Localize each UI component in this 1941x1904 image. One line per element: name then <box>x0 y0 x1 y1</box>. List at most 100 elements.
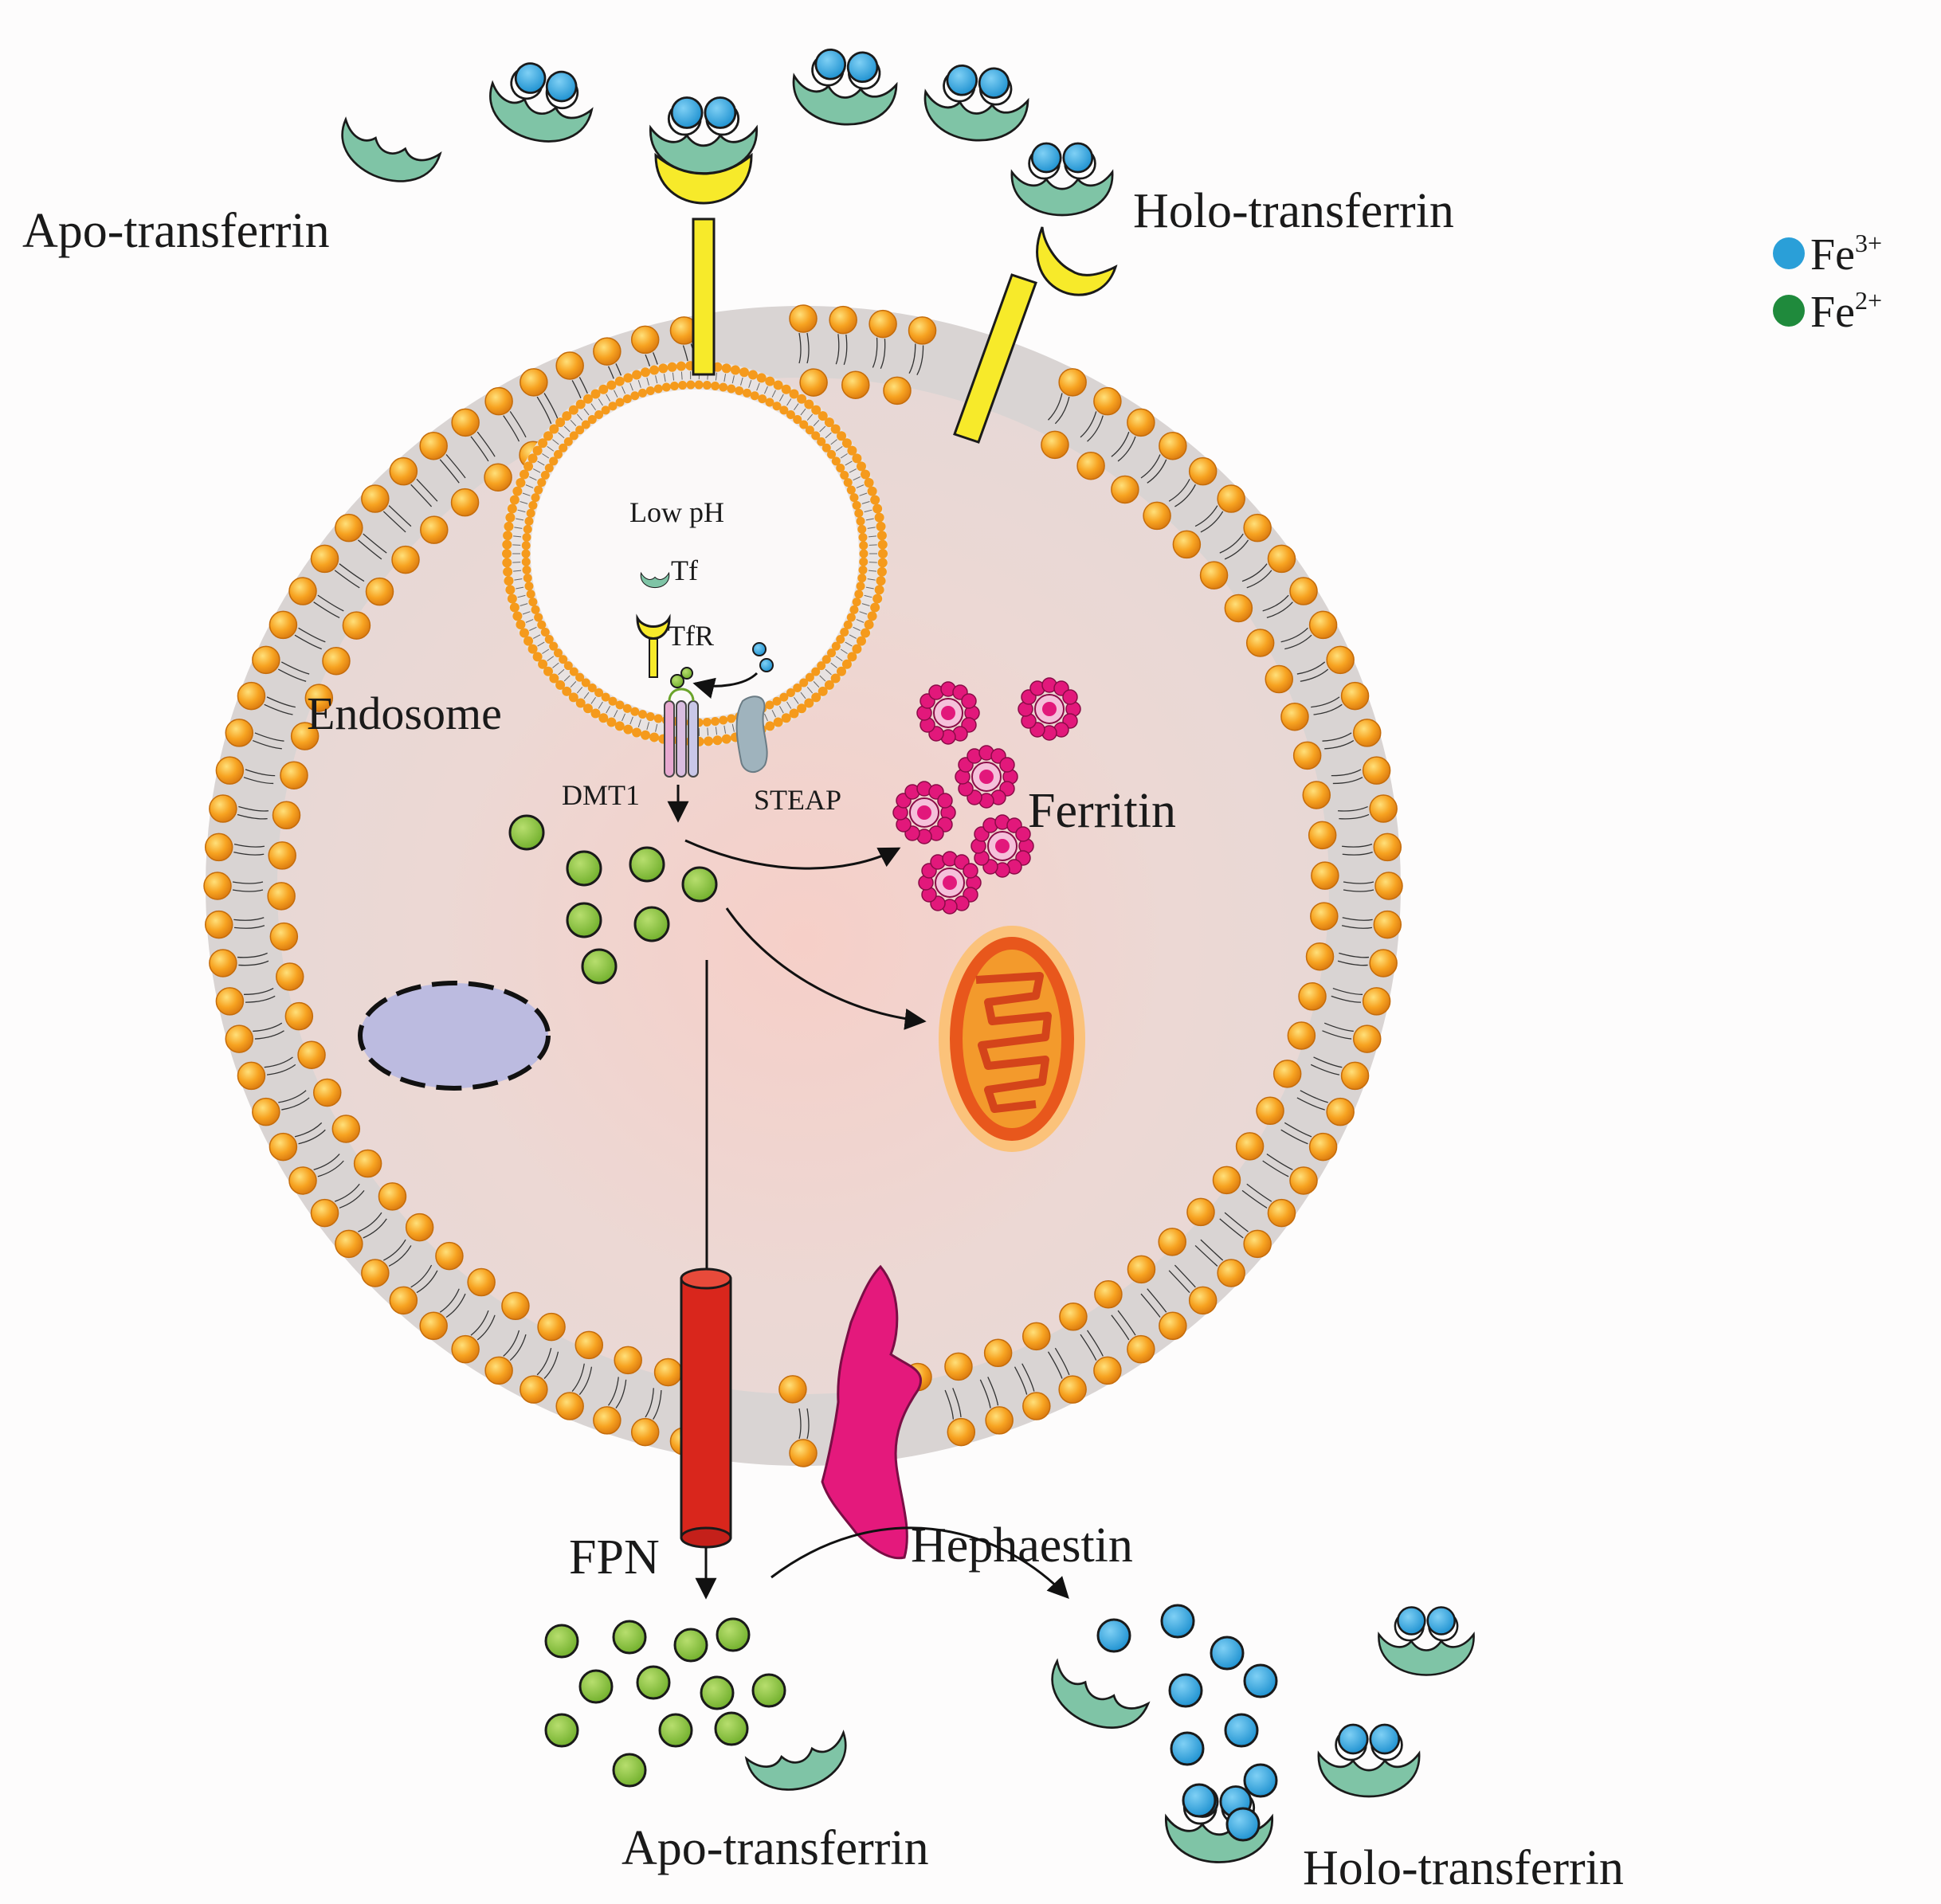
lipid-tail <box>576 413 583 421</box>
phospholipid-head <box>1127 408 1155 437</box>
endosome-lipid-head <box>857 574 867 583</box>
phospholipid-head <box>1352 1024 1382 1053</box>
endosome-lipid-head <box>537 478 547 488</box>
endosome-lipid-head <box>789 708 799 719</box>
lipid-tail <box>840 648 848 654</box>
phospholipid-head <box>304 684 334 712</box>
lipid-tail <box>786 398 792 406</box>
endosome-lipid-head <box>836 634 845 644</box>
lipid-tail <box>529 476 537 481</box>
endosome-lipid-head <box>653 384 663 394</box>
lipid-tail <box>294 1122 323 1138</box>
endosome-lipid-head <box>854 590 864 599</box>
endosome-lipid-head <box>817 661 826 671</box>
lipid-tail <box>1296 661 1326 675</box>
lipid-tail <box>470 436 489 462</box>
phospholipid-head <box>450 488 480 517</box>
phospholipid-head <box>335 1229 363 1259</box>
lipid-tail <box>813 419 820 426</box>
lipid-tail <box>723 725 727 734</box>
phospholipid-head <box>1143 501 1171 531</box>
lipid-tail <box>868 535 876 538</box>
lipid-tail <box>1014 1366 1028 1395</box>
endosome-lipid-head <box>527 453 538 464</box>
lipid-tail <box>1266 1154 1293 1170</box>
endosome-lipid-head <box>587 683 597 692</box>
endosome-lipid-head <box>678 381 688 390</box>
endosome-lipid-head <box>563 661 573 671</box>
fe2-ion <box>700 1675 735 1710</box>
lipid-tail <box>1339 813 1370 820</box>
endosome-lipid-head <box>590 708 601 719</box>
phospholipid-head <box>1243 513 1272 543</box>
lipid-tail <box>1117 1310 1136 1336</box>
endosome-lipid-head <box>830 673 841 684</box>
lipid-tail <box>1332 777 1363 785</box>
phospholipid-head <box>1058 1375 1087 1404</box>
holo-transferrin-bottom-label: Holo-transferrin <box>1303 1841 1624 1895</box>
lipid-tail <box>382 511 406 533</box>
lipid-tail <box>339 1189 365 1209</box>
endosome-lipid-head <box>811 431 821 441</box>
lipid-tail <box>520 603 528 606</box>
lipid-tail <box>614 390 618 398</box>
holo-transferrin <box>1378 1606 1475 1676</box>
lipid-tail <box>629 716 633 725</box>
lipid-tail <box>238 960 269 966</box>
fe3-ion <box>1210 1636 1245 1671</box>
phospholipid-head <box>908 316 937 345</box>
phospholipid-head <box>419 431 448 460</box>
lipid-tail <box>388 1245 412 1267</box>
endosome-lipid-head <box>852 500 861 510</box>
lipid-tail <box>1342 917 1373 921</box>
endosome-lipid-head <box>747 370 758 380</box>
lipid-tail <box>1280 627 1308 643</box>
fe3-ion <box>1182 1783 1217 1818</box>
phospholipid-head <box>947 1417 976 1447</box>
lipid-tail <box>1080 1334 1097 1361</box>
lipid-tail <box>806 687 814 694</box>
phospholipid-head <box>353 1149 382 1178</box>
endosome-lipid-head <box>587 415 597 425</box>
phospholipid-head <box>391 545 420 574</box>
phospholipid-head <box>944 1352 973 1381</box>
lipid-tail <box>532 468 541 473</box>
lipid-tail <box>1341 925 1373 929</box>
lipid-tail <box>1224 1212 1249 1232</box>
lipid-tail <box>655 375 658 384</box>
lipid-tails <box>232 332 1374 1440</box>
lipid-tail <box>637 380 641 388</box>
endosome-lipid-head <box>779 692 789 702</box>
lipid-tail <box>606 394 611 402</box>
endosome-lipid-head <box>637 388 647 398</box>
endosome-lipid-head <box>608 696 618 706</box>
lipid-tail <box>1339 952 1370 958</box>
endosome-lipid-head <box>772 696 782 706</box>
endosome-lipid-head <box>512 486 523 496</box>
endosome-lipid-head <box>649 365 660 375</box>
lipid-tail <box>522 611 531 615</box>
lipid-tail <box>1219 533 1244 554</box>
fe3-ion <box>1170 1731 1205 1766</box>
lipid-tail <box>266 1064 296 1075</box>
lipid-tail <box>800 691 806 699</box>
phospholipid-head <box>1217 484 1245 513</box>
endosome <box>502 361 888 746</box>
endosome-lipid-head <box>702 381 712 390</box>
fe2-ion <box>578 1669 614 1704</box>
ferritin-particle <box>970 814 1034 878</box>
lipid-tail <box>445 1293 466 1318</box>
endosome-lipid-head <box>522 533 531 543</box>
lipid-tail <box>825 432 832 439</box>
mitochondrion <box>939 926 1085 1152</box>
fe2-ion <box>544 1713 579 1748</box>
endosome-lipid-head <box>645 712 655 722</box>
ferritin-particle <box>892 781 956 844</box>
phospholipid-head <box>841 370 870 399</box>
lipid-tail <box>543 1351 559 1379</box>
endosome-lipid-head <box>821 655 831 664</box>
lipid-tail <box>1343 889 1374 892</box>
phospholipid-head <box>435 1241 464 1271</box>
endosome-lipid-head <box>811 667 821 676</box>
phospholipid-head <box>1235 1132 1265 1161</box>
